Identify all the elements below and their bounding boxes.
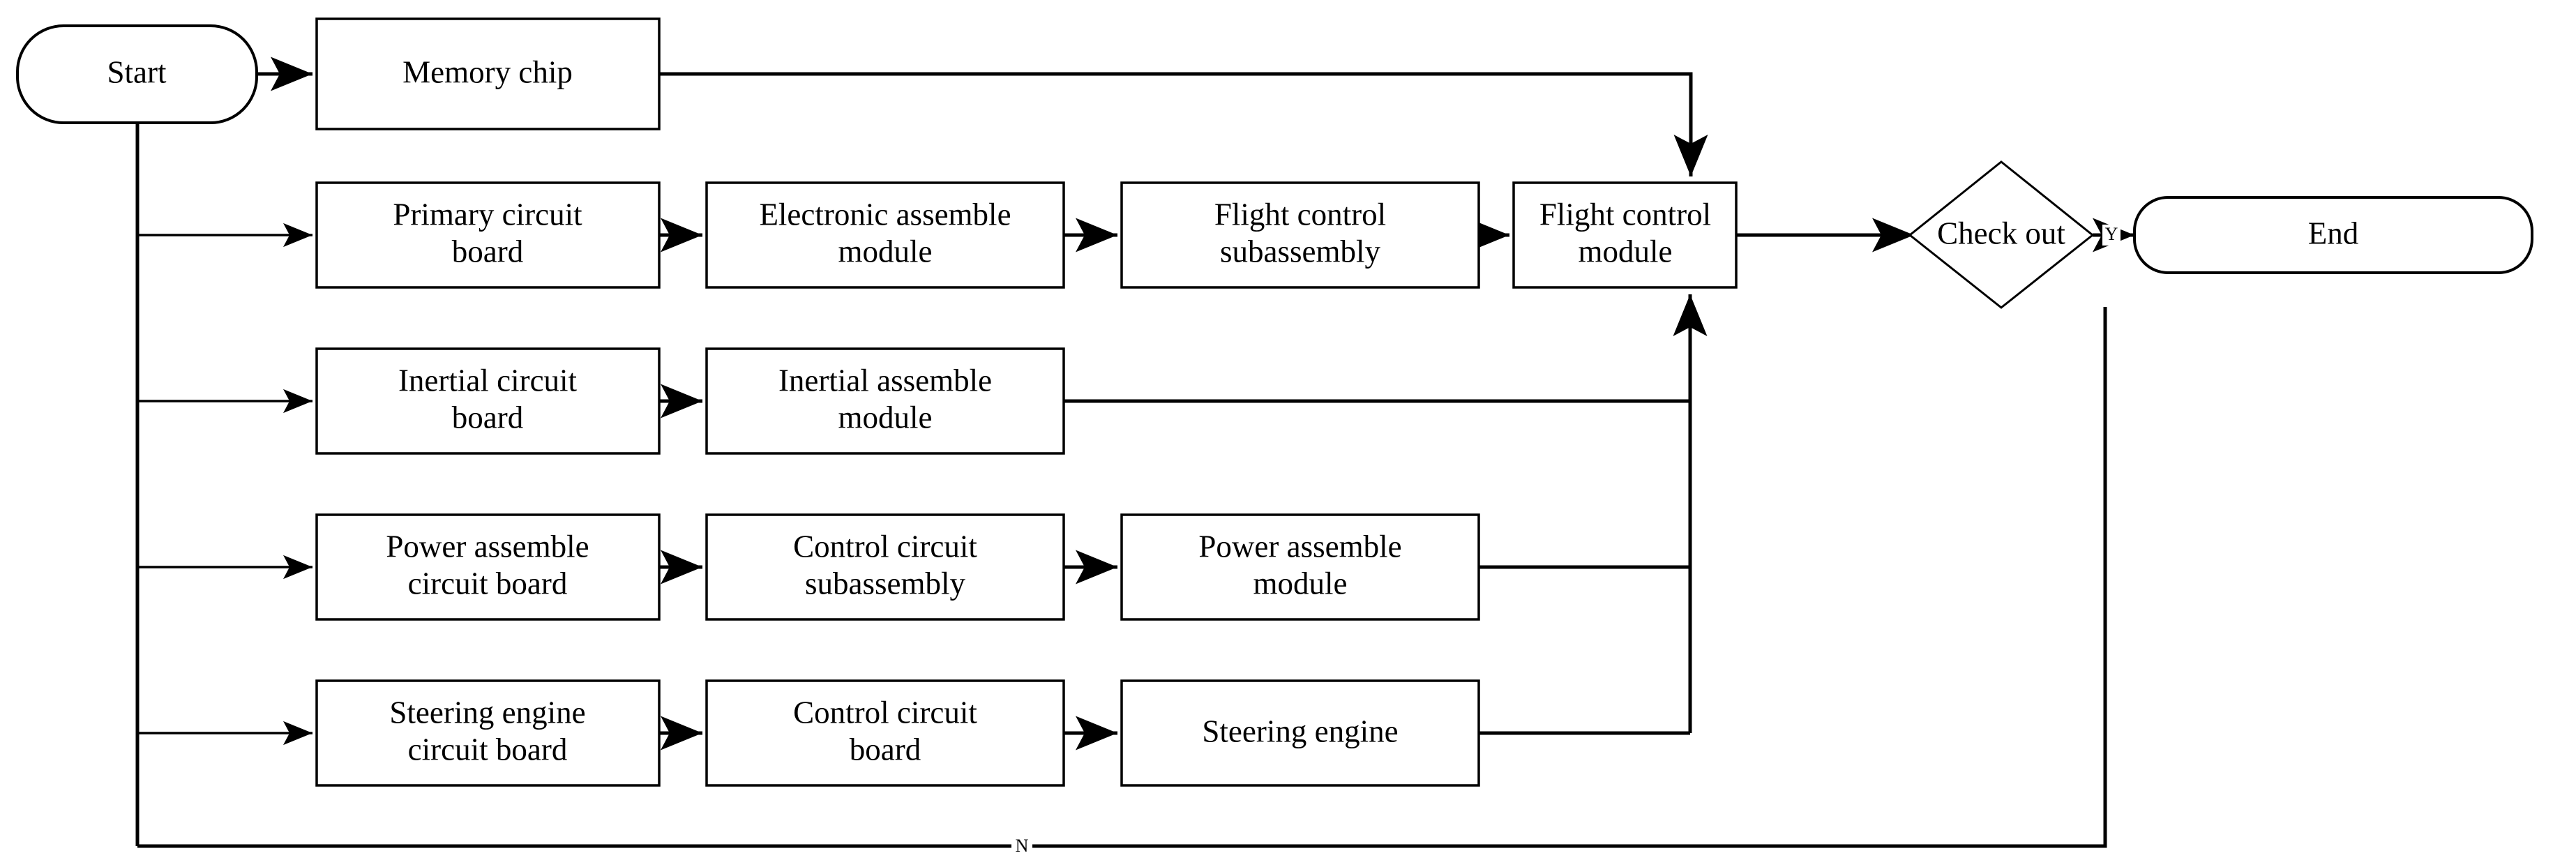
node-steering-engine-circuit-board-label-line1: Steering engine	[389, 695, 585, 730]
node-flight-control-subassembly-label-line1: Flight control	[1214, 197, 1386, 232]
edge-label-yes: Y	[2105, 224, 2118, 244]
node-power-assemble-circuit-board-label-line2: circuit board	[408, 566, 568, 601]
edge-label-no-backing	[1011, 836, 1032, 858]
edge-check-out-no-to-start	[137, 307, 2107, 848]
edge-label-yes-backing	[2102, 225, 2121, 246]
node-memory-chip-label: Memory chip	[402, 54, 573, 89]
node-primary-circuit-board-label-line1: Primary circuit	[393, 197, 582, 232]
node-flight-control-module-shape[interactable]	[1512, 181, 1738, 289]
node-inertial-circuit-board-label-line1: Inertial circuit	[398, 363, 578, 398]
node-power-assemble-circuit-board-shape[interactable]	[315, 513, 661, 621]
node-power-assemble-circuit-board-label-line1: Power assemble	[386, 529, 589, 564]
node-flight-control-module-label-line1: Flight control	[1539, 197, 1711, 232]
node-primary-circuit-board-label-line2: board	[452, 234, 523, 269]
node-layer	[16, 17, 2533, 787]
node-end-shape[interactable]	[2133, 196, 2533, 274]
node-steering-engine-circuit-board-shape[interactable]	[315, 679, 661, 787]
node-start-shape[interactable]	[16, 24, 258, 124]
node-steering-engine-circuit-board-label-line2: circuit board	[408, 732, 568, 767]
node-control-circuit-board-label-line2: board	[850, 732, 921, 767]
node-power-assemble-module-label-line2: module	[1253, 566, 1348, 601]
node-check-out-label: Check out	[1937, 216, 2065, 250]
node-memory-chip-shape[interactable]	[315, 17, 661, 130]
node-start-label: Start	[107, 54, 167, 89]
edge-label-layer: Y N	[1011, 224, 2121, 858]
node-inertial-circuit-board-label-line2: board	[452, 400, 523, 435]
node-control-circuit-board-label-line1: Control circuit	[793, 695, 977, 730]
node-primary-circuit-board-shape[interactable]	[315, 181, 661, 289]
label-layer: Start Memory chip Primary circuit board …	[107, 54, 2359, 767]
node-electronic-assemble-module-label-line1: Electronic assemble	[759, 197, 1011, 232]
node-electronic-assemble-module-label-line2: module	[838, 234, 933, 269]
node-power-assemble-module-label-line1: Power assemble	[1198, 529, 1401, 564]
node-inertial-assemble-module-label-line1: Inertial assemble	[778, 363, 992, 398]
node-flight-control-subassembly-label-line2: subassembly	[1220, 234, 1380, 269]
node-power-assemble-module-shape[interactable]	[1120, 513, 1480, 621]
node-check-out-shape[interactable]	[1908, 160, 2095, 309]
node-end-label: End	[2308, 216, 2359, 250]
node-flight-control-module-label-line2: module	[1579, 234, 1673, 269]
node-control-circuit-subassembly-label-line2: subassembly	[805, 566, 965, 601]
node-steering-engine-shape[interactable]	[1120, 679, 1480, 787]
node-inertial-circuit-board-shape[interactable]	[315, 347, 661, 455]
node-flight-control-subassembly-shape[interactable]	[1120, 181, 1480, 289]
edge-memory-chip-to-flight-control-module	[659, 72, 1708, 176]
node-inertial-assemble-module-label-line2: module	[838, 400, 933, 435]
node-control-circuit-subassembly-shape[interactable]	[705, 513, 1065, 621]
edge-label-no: N	[1016, 836, 1029, 856]
node-control-circuit-board-shape[interactable]	[705, 679, 1065, 787]
node-inertial-assemble-module-shape[interactable]	[705, 347, 1065, 455]
node-electronic-assemble-module-shape[interactable]	[705, 181, 1065, 289]
node-steering-engine-label: Steering engine	[1202, 714, 1398, 748]
node-control-circuit-subassembly-label-line1: Control circuit	[793, 529, 977, 564]
connector-layer	[120, 52, 2134, 848]
